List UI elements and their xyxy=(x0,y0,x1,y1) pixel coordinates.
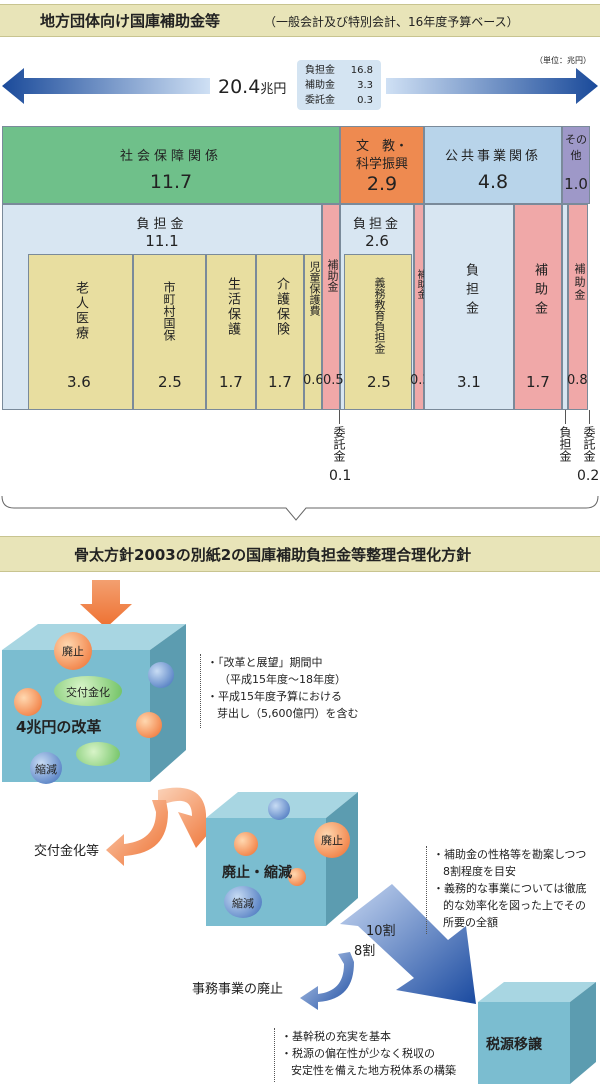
item-public-subsidy: 補助金 1.7 xyxy=(514,204,562,410)
item-social-subsidy: 補助金 0.5 xyxy=(322,204,344,410)
category-social: 社会保障関係 11.7 xyxy=(2,126,340,204)
item-welfare: 生活保護 1.7 xyxy=(206,254,256,410)
ratio-10: 10割 xyxy=(366,924,396,939)
item-child-protection: 児童保護費 0.6 xyxy=(303,254,324,410)
sphere-orange-4 xyxy=(288,868,306,886)
top-banner-title: 地方団体向け国庫補助金等 xyxy=(40,12,221,30)
ratio-8: 8割 xyxy=(354,944,376,959)
social-entrust-value: 0.1 xyxy=(329,468,352,484)
category-other: その 他 1.0 xyxy=(562,126,590,204)
sphere-blue-2 xyxy=(268,798,290,820)
item-compulsory-education: 義務教育負担金 2.5 xyxy=(344,254,412,410)
item-municipal-insurance: 市町村国保 2.5 xyxy=(133,254,206,410)
item-care-insurance: 介護保険 1.7 xyxy=(256,254,304,410)
grant-label: 交付金化等 xyxy=(34,844,100,859)
other-entrust-value: 0.2 xyxy=(577,468,600,484)
tick-other-entrust xyxy=(589,410,590,424)
total-double-arrow xyxy=(2,68,598,104)
item-other-subsidy: 補助金 0.8 xyxy=(567,204,588,410)
second-banner-title: 骨太方針2003の別紙2の国庫補助負担金等整理合理化方針 xyxy=(74,546,472,564)
unit-label: （単位：兆円） xyxy=(535,56,591,65)
cube3-title: 税源移譲 xyxy=(486,1037,542,1053)
sphere-grant: 交付金化 xyxy=(54,676,122,706)
sphere-orange-3 xyxy=(234,832,258,856)
total-value: 20.4兆円 xyxy=(218,76,287,98)
sphere-orange-2 xyxy=(136,712,162,738)
top-banner-subtitle: （一般会計及び特別会計、16年度予算ベース） xyxy=(264,15,519,29)
social-entrust-label: 委託金 xyxy=(332,426,346,462)
tick-social-entrust xyxy=(339,410,340,424)
cube2-title: 廃止・縮減 xyxy=(222,865,292,881)
cube1-title: 4兆円の改革 xyxy=(16,718,102,736)
note3: ・基幹税の充実を基本 ・税源の偏在性が少なく税収の 安定性を備えた地方税体系の構… xyxy=(274,1028,456,1082)
note1: ・「改革と展望」期間中 （平成15年度～18年度） ・平成15年度予算における … xyxy=(200,654,359,728)
other-entrust-label: 委託金 xyxy=(582,426,596,462)
sphere-abolish-2: 廃止 xyxy=(314,822,350,858)
item-other-burden-strip xyxy=(562,204,568,410)
summary-brace xyxy=(1,495,599,521)
sphere-reduce-1: 縮減 xyxy=(30,752,62,784)
sphere-orange-1 xyxy=(14,688,42,716)
note2: ・補助金の性格等を勘案しつつ 8割程度を目安 ・義務的な事業については徹底 的な… xyxy=(426,846,586,934)
item-edu-subsidy: 補助金 0.3 xyxy=(410,204,431,410)
category-education: 文 教・ 科学振興 2.9 xyxy=(340,126,424,204)
tick-other-burden xyxy=(565,410,566,424)
sphere-abolish-1: 廃止 xyxy=(54,632,92,670)
sphere-reduce-2: 縮減 xyxy=(224,886,262,918)
second-banner: 骨太方針2003の別紙2の国庫補助負担金等整理合理化方針 xyxy=(0,536,600,572)
other-burden-label: 負担金 xyxy=(558,426,572,462)
sphere-blue-1 xyxy=(148,662,174,688)
top-banner: 地方団体向け国庫補助金等 （一般会計及び特別会計、16年度予算ベース） xyxy=(0,4,600,37)
item-elderly-medical: 老人医療 3.6 xyxy=(28,254,133,410)
abolish-label: 事務事業の廃止 xyxy=(192,982,284,997)
category-public: 公共事業関係 4.8 xyxy=(424,126,562,204)
item-public-burden: 負担金 3.1 xyxy=(424,204,514,410)
sphere-green-2 xyxy=(76,742,120,766)
